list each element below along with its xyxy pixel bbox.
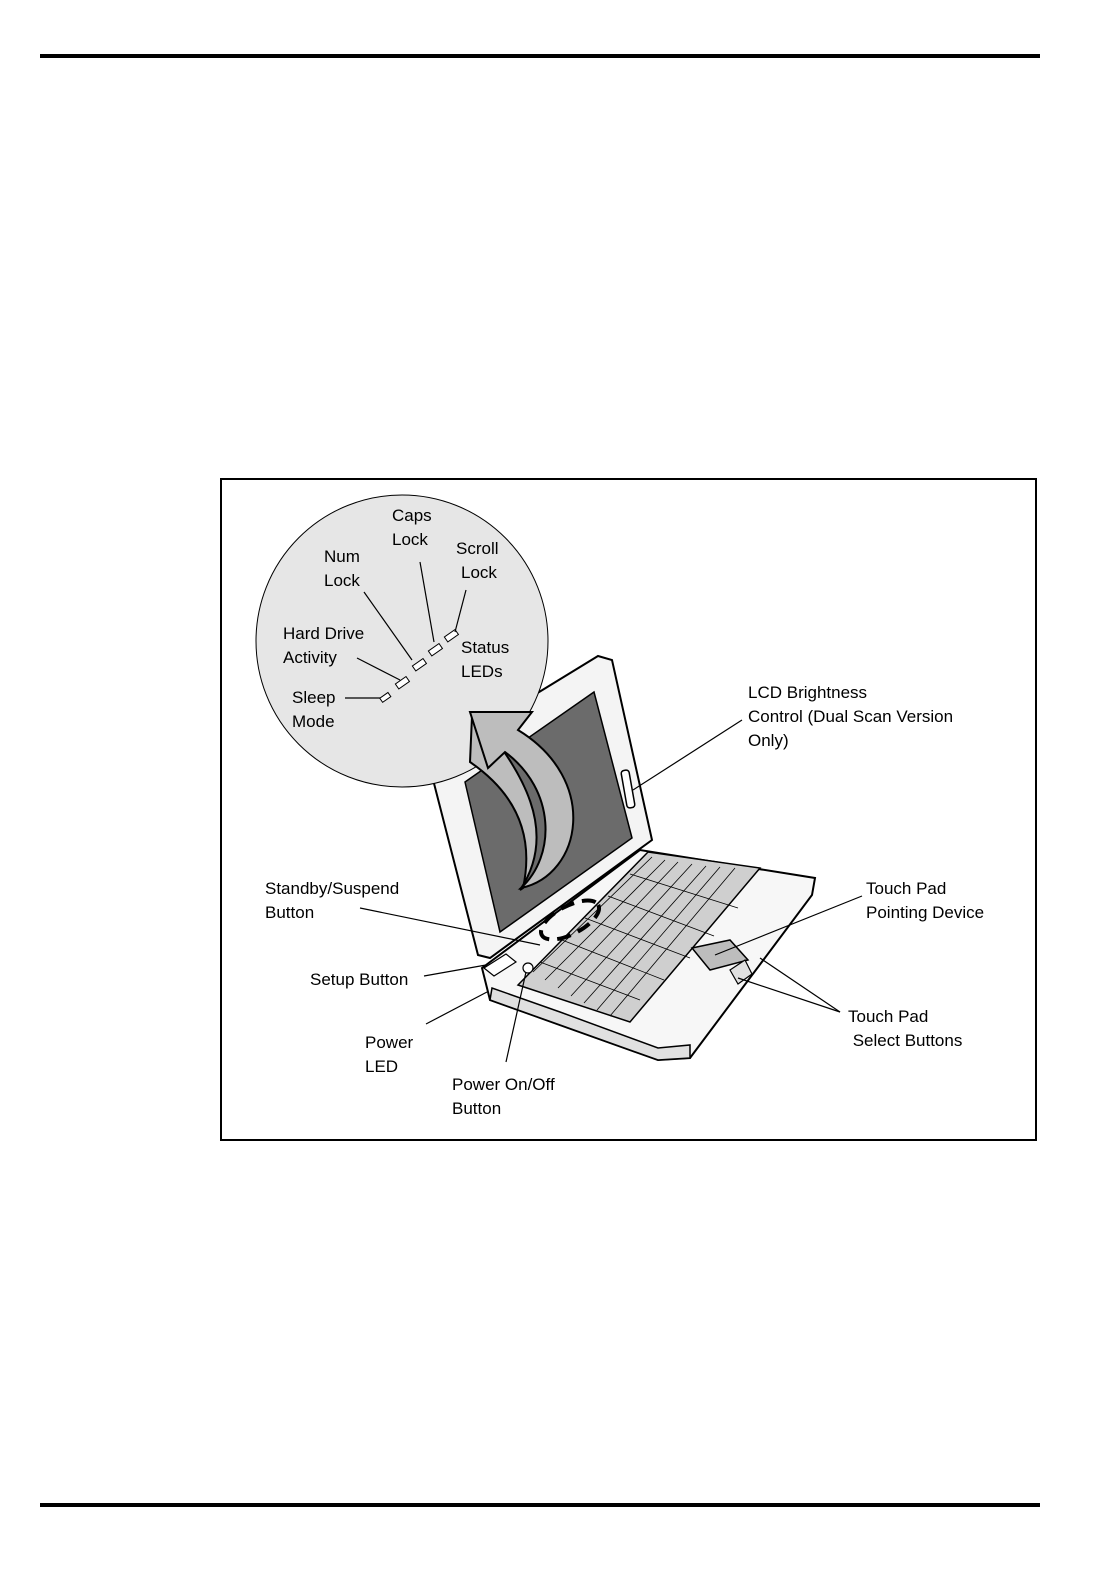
power-button-shape <box>523 963 533 973</box>
touch-pad-select-label: Touch Pad Select Buttons <box>848 1005 962 1053</box>
setup-button-label: Setup Button <box>310 968 408 992</box>
